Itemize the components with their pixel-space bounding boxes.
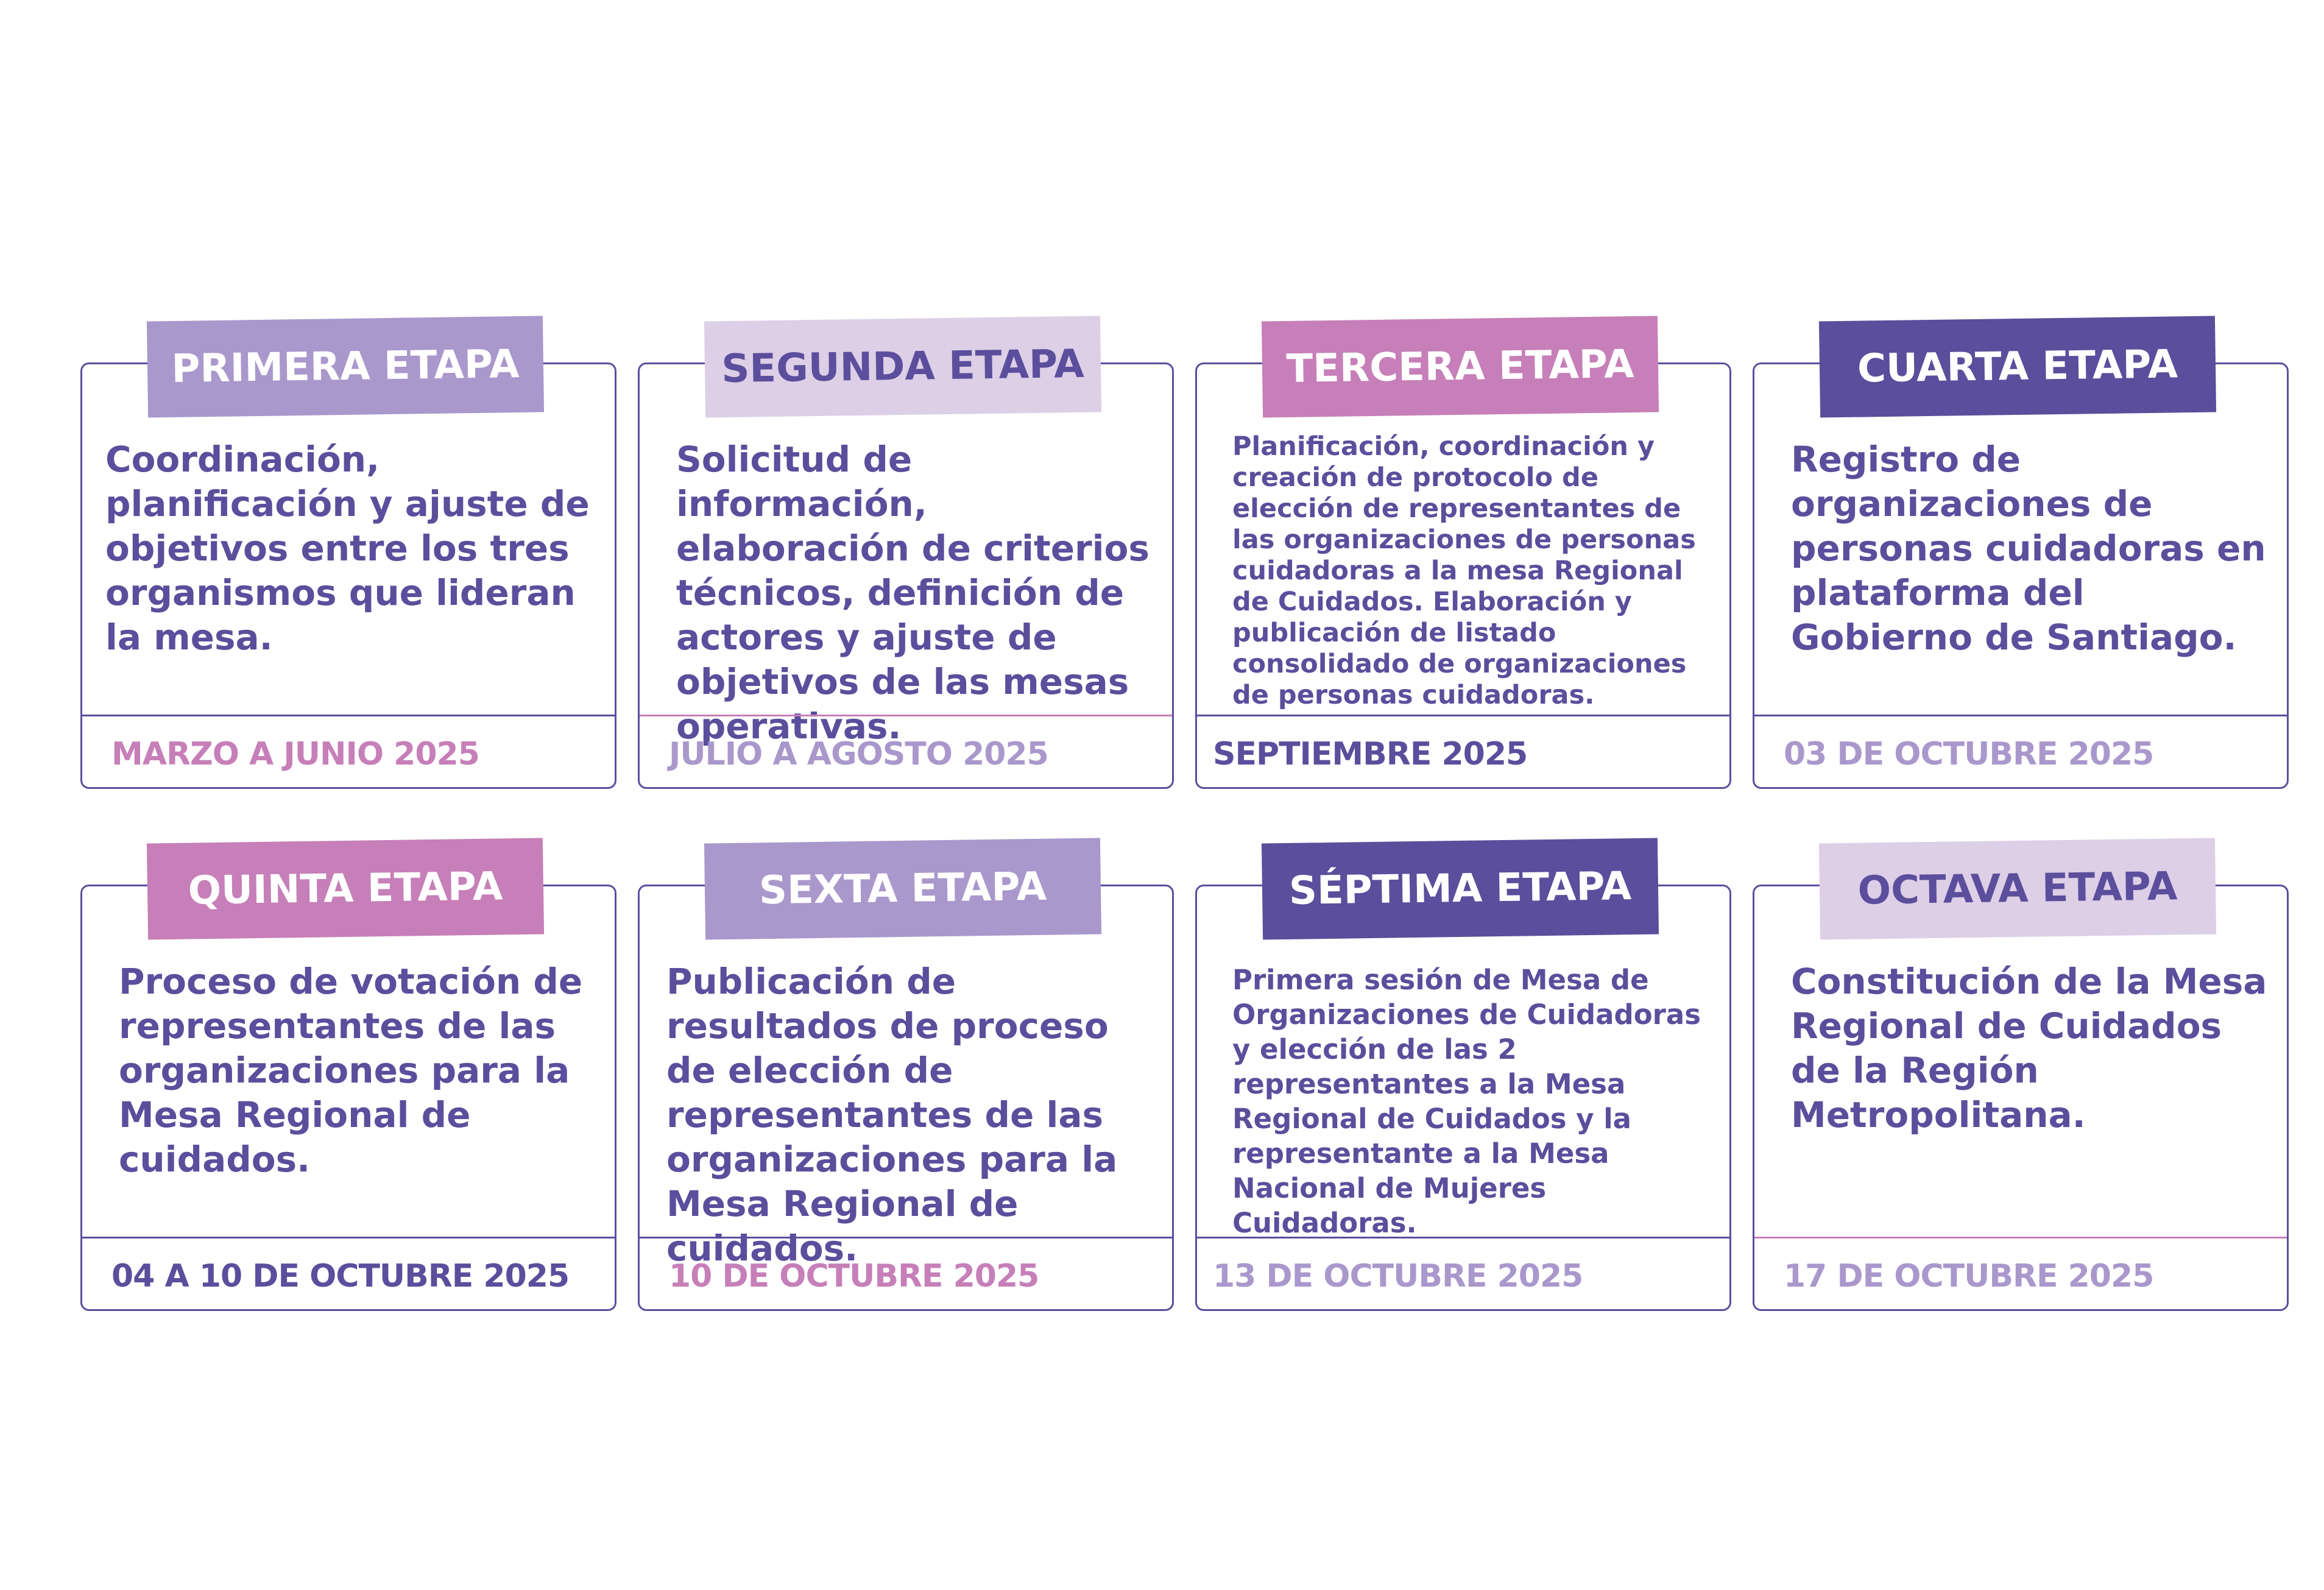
stage-description: Primera sesión de Mesa de Organizaciones…: [1232, 964, 1701, 1239]
card-divider: [1754, 715, 2287, 716]
stage-date: 03 DE OCTUBRE 2025: [1784, 736, 2154, 772]
stage-tag-6: SEXTA ETAPA: [704, 838, 1102, 940]
stage-tag-1: PRIMERA ETAPA: [146, 316, 545, 418]
stage-card-3: Planificación, coordinación y creación d…: [1195, 362, 1731, 789]
stage-tag-3: TERCERA ETAPA: [1261, 316, 1659, 418]
stage-card-2: Solicitud de información, elaboración de…: [638, 362, 1174, 789]
stage-date: 10 DE OCTUBRE 2025: [669, 1258, 1039, 1295]
card-divider: [1197, 715, 1729, 716]
stage-description: Solicitud de información, elaboración de…: [676, 439, 1150, 747]
stage-description: Publicación de resultados de proceso de …: [666, 961, 1118, 1269]
stage-description: Planificación, coordinación y creación d…: [1232, 431, 1696, 710]
stage-date: 13 DE OCTUBRE 2025: [1213, 1258, 1583, 1295]
stage-card-8: Constitución de la Mesa Regional de Cuid…: [1753, 885, 2289, 1311]
stage-description: Constitución de la Mesa Regional de Cuid…: [1791, 961, 2267, 1136]
stage-description: Registro de organizaciones de personas c…: [1791, 439, 2266, 658]
stage-date: JULIO A AGOSTO 2025: [669, 736, 1049, 772]
stage-card-6: Publicación de resultados de proceso de …: [638, 885, 1174, 1311]
stage-date: MARZO A JUNIO 2025: [111, 736, 480, 772]
stage-card-1: Coordinación, planificación y ajuste de …: [80, 362, 616, 789]
stage-description: Coordinación, planificación y ajuste de …: [105, 439, 590, 658]
card-divider: [640, 715, 1172, 716]
card-divider: [82, 715, 615, 716]
card-divider: [1197, 1237, 1729, 1238]
stage-tag-4: CUARTA ETAPA: [1818, 316, 2217, 418]
stage-tag-2: SEGUNDA ETAPA: [704, 316, 1102, 418]
stage-date: 17 DE OCTUBRE 2025: [1784, 1258, 2154, 1295]
stage-card-7: Primera sesión de Mesa de Organizaciones…: [1195, 885, 1731, 1311]
stage-date: 04 A 10 DE OCTUBRE 2025: [111, 1258, 570, 1295]
card-divider: [1754, 1237, 2287, 1238]
stage-date: SEPTIEMBRE 2025: [1213, 736, 1528, 772]
stage-tag-8: OCTAVA ETAPA: [1818, 838, 2217, 940]
stage-description: Proceso de votación de representantes de…: [119, 961, 583, 1180]
stage-tag-5: QUINTA ETAPA: [146, 838, 545, 940]
card-divider: [82, 1237, 615, 1238]
stage-card-4: Registro de organizaciones de personas c…: [1753, 362, 2289, 789]
card-divider: [640, 1237, 1172, 1238]
stage-tag-7: SÉPTIMA ETAPA: [1261, 838, 1659, 940]
stage-card-5: Proceso de votación de representantes de…: [80, 885, 616, 1311]
